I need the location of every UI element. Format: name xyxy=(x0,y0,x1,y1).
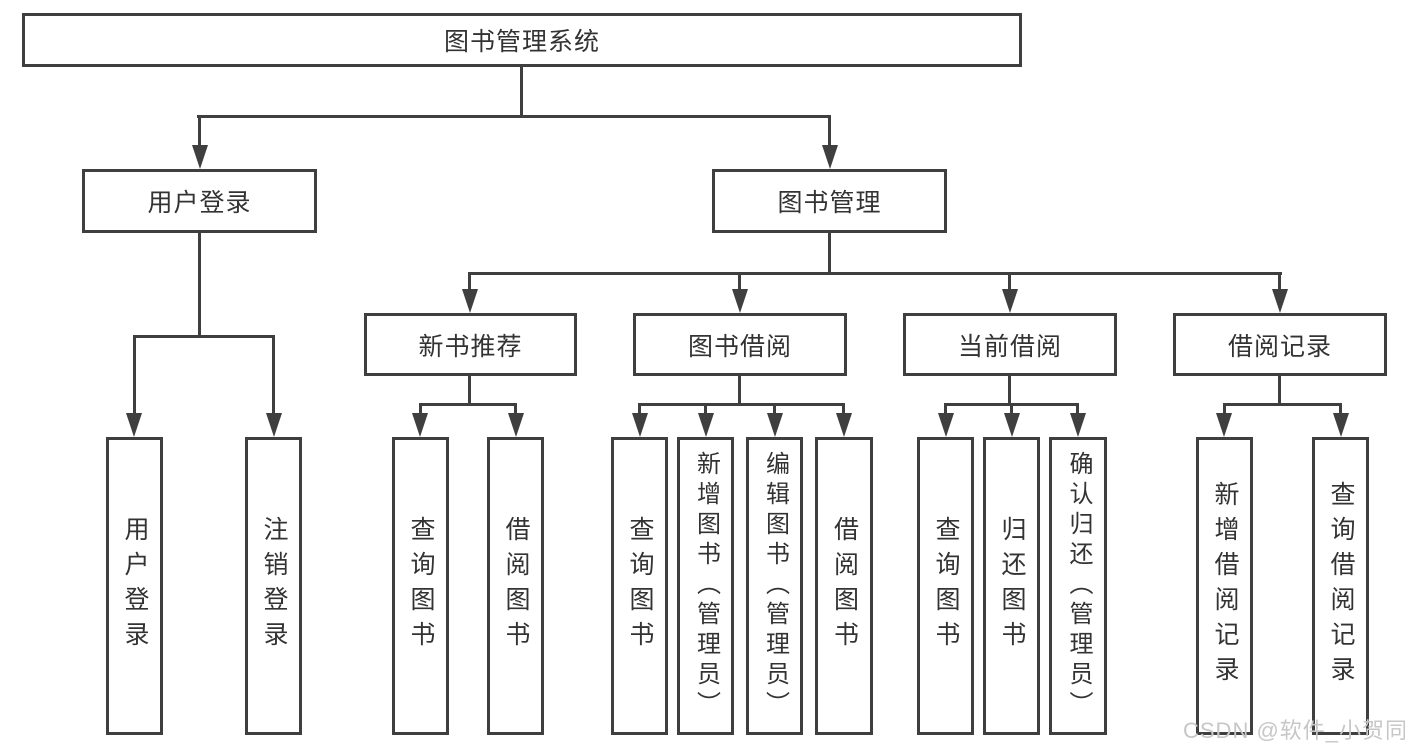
leaf-edit-book-admin-label: 编辑图书（管理员） xyxy=(761,451,789,721)
connector-drop-leaf-query-book-1 xyxy=(419,403,422,417)
leaf-query-book-3: 查询图书 xyxy=(917,437,974,735)
leaf-user-login: 用户登录 xyxy=(106,437,163,735)
arrow-into-new-book-recommend xyxy=(462,289,478,313)
leaf-edit-book-admin: 编辑图书（管理员） xyxy=(746,437,803,735)
arrow-into-leaf-add-borrow-record xyxy=(1216,413,1232,437)
connector-drop-current-borrowing xyxy=(1008,272,1011,292)
leaf-confirm-return-admin: 确认归还（管理员） xyxy=(1049,437,1107,735)
node-borrowing-records: 借阅记录 xyxy=(1173,313,1387,376)
connector-drop-leaf-edit-book xyxy=(773,403,776,417)
connector-user-login-stem xyxy=(198,233,201,335)
leaf-add-book-admin: 新增图书（管理员） xyxy=(677,437,734,735)
watermark: CSDN @软件_小贺同学 xyxy=(1183,718,1405,743)
arrow-into-leaf-query-borrow-record xyxy=(1333,413,1349,437)
arrow-into-leaf-edit-book xyxy=(767,413,783,437)
connector-drop-leaf-query-book-3 xyxy=(944,403,947,417)
arrow-into-leaf-user-login xyxy=(126,413,142,437)
leaf-return-book: 归还图书 xyxy=(983,437,1040,735)
connector-drop-leaf-query-book-2 xyxy=(638,403,641,417)
node-current-borrowing: 当前借阅 xyxy=(903,313,1117,376)
connector-drop-leaf-query-borrow-record xyxy=(1339,403,1342,417)
arrow-into-leaf-query-book-3 xyxy=(938,413,954,437)
leaf-user-login-label: 用户登录 xyxy=(121,516,149,656)
leaf-borrow-book-2: 借阅图书 xyxy=(815,437,873,735)
arrow-into-leaf-return-book xyxy=(1004,413,1020,437)
arrow-into-leaf-borrow-book-1 xyxy=(508,413,524,437)
connector-current-borrowing-stem xyxy=(1008,376,1011,403)
leaf-query-book-2: 查询图书 xyxy=(611,437,668,735)
leaf-add-borrow-record: 新增借阅记录 xyxy=(1196,437,1253,735)
arrow-into-current-borrowing xyxy=(1002,289,1018,313)
node-user-login: 用户登录 xyxy=(82,169,317,233)
node-root: 图书管理系统 xyxy=(22,13,1022,67)
arrow-into-book-borrowing xyxy=(732,289,748,313)
connector-drop-user-login xyxy=(198,115,201,149)
leaf-borrow-book-2-label: 借阅图书 xyxy=(830,516,859,656)
node-book-management: 图书管理 xyxy=(712,169,947,233)
connector-drop-leaf-borrow-book-1 xyxy=(514,403,517,417)
arrow-into-leaf-query-book-1 xyxy=(412,413,428,437)
leaf-query-borrow-record-label: 查询借阅记录 xyxy=(1327,481,1355,691)
connector-user-login-hline xyxy=(133,335,275,338)
arrow-into-leaf-add-book xyxy=(698,413,714,437)
leaf-add-book-admin-label: 新增图书（管理员） xyxy=(692,451,720,721)
leaf-query-book-2-label: 查询图书 xyxy=(626,516,654,656)
leaf-confirm-return-admin-label: 确认归还（管理员） xyxy=(1065,451,1092,721)
leaf-logout-label: 注销登录 xyxy=(260,516,288,656)
arrow-into-book-management xyxy=(822,145,838,169)
connector-drop-leaf-add-book xyxy=(704,403,707,417)
arrow-into-leaf-query-book-2 xyxy=(632,413,648,437)
connector-new-book-recommend-stem xyxy=(468,376,471,403)
node-book-borrowing: 图书借阅 xyxy=(633,313,847,376)
connector-drop-book-management xyxy=(828,115,831,149)
connector-drop-leaf-add-borrow-record xyxy=(1223,403,1226,417)
arrow-into-leaf-logout xyxy=(266,413,282,437)
connector-drop-leaf-borrow-book-2 xyxy=(842,403,845,417)
connector-borrowing-records-stem xyxy=(1278,376,1281,403)
leaf-query-book-3-label: 查询图书 xyxy=(932,516,960,656)
connector-level3-hline xyxy=(468,272,1282,275)
connector-book-borrowing-hline xyxy=(638,403,845,406)
connector-drop-leaf-logout xyxy=(272,335,275,417)
connector-drop-borrowing-records xyxy=(1278,272,1281,292)
leaf-query-book-1-label: 查询图书 xyxy=(407,516,435,656)
leaf-borrow-book-1: 借阅图书 xyxy=(487,437,544,735)
connector-root-stem xyxy=(520,67,523,117)
leaf-return-book-label: 归还图书 xyxy=(998,516,1026,656)
leaf-borrow-book-1-label: 借阅图书 xyxy=(502,516,530,656)
connector-drop-new-book-recommend xyxy=(468,272,471,292)
leaf-add-borrow-record-label: 新增借阅记录 xyxy=(1211,481,1239,691)
connector-book-management-stem xyxy=(828,233,831,272)
connector-borrowing-records-hline xyxy=(1223,403,1342,406)
connector-drop-leaf-confirm-return xyxy=(1076,403,1079,417)
arrow-into-leaf-confirm-return xyxy=(1070,413,1086,437)
arrow-into-user-login xyxy=(192,145,208,169)
connector-new-book-recommend-hline xyxy=(419,403,517,406)
connector-book-borrowing-stem xyxy=(738,376,741,403)
connector-level1-hline xyxy=(197,115,831,118)
node-new-book-recommend: 新书推荐 xyxy=(364,313,577,376)
connector-drop-book-borrowing xyxy=(738,272,741,292)
connector-drop-leaf-user-login xyxy=(133,335,136,417)
arrow-into-leaf-borrow-book-2 xyxy=(836,413,852,437)
leaf-logout: 注销登录 xyxy=(245,437,302,735)
connector-drop-leaf-return-book xyxy=(1010,403,1013,417)
leaf-query-book-1: 查询图书 xyxy=(392,437,449,735)
leaf-query-borrow-record: 查询借阅记录 xyxy=(1312,437,1369,735)
arrow-into-borrowing-records xyxy=(1272,289,1288,313)
